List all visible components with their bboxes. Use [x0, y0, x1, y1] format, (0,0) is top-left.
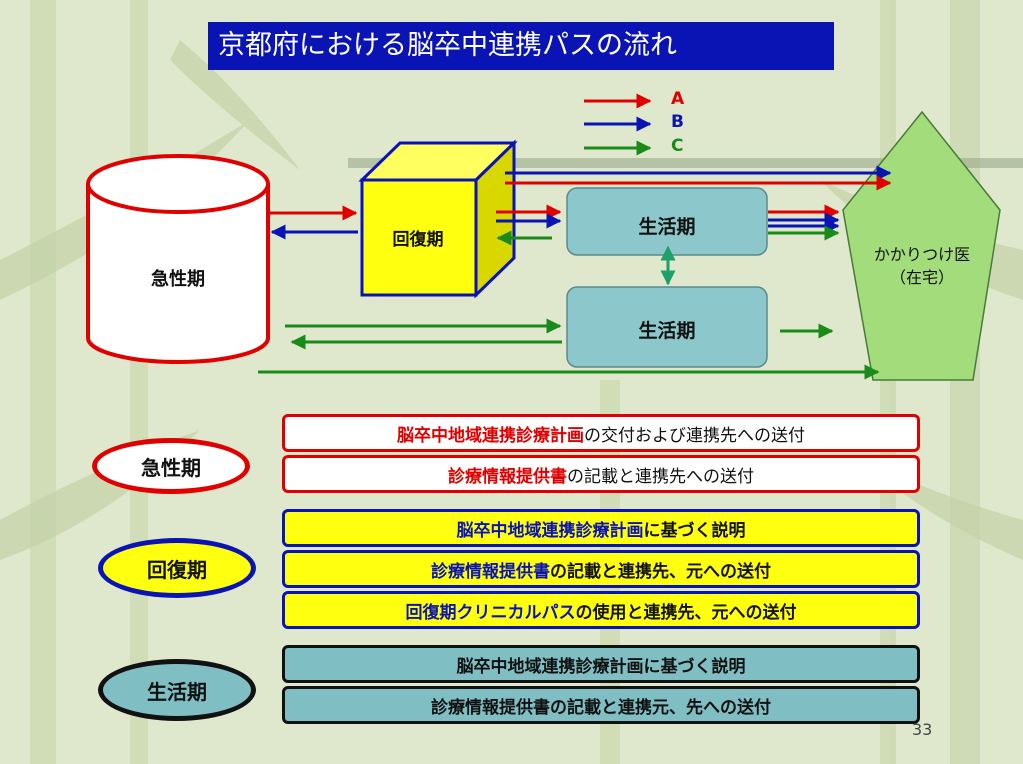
recovery-row-plan-highlight: 脳卒中地域連携診療計画: [456, 520, 644, 541]
recovery-row-clinical-path-highlight: 回復期クリニカルパス: [405, 602, 576, 623]
living-bottom-label: 生活期: [638, 320, 696, 342]
legend-label-c: C: [671, 136, 684, 156]
recovery-row-clinical-path-text: の使用と連携先、元への送付: [575, 602, 797, 623]
recovery-label: 回復期: [392, 230, 444, 250]
phase-oval-recovery: 回復期: [98, 538, 256, 598]
recovery-cube: [358, 139, 518, 299]
recovery-row-referral-highlight: 診療情報提供書: [431, 561, 550, 582]
acute-row-plan-highlight: 脳卒中地域連携診療計画: [397, 425, 584, 446]
living-top-label: 生活期: [638, 216, 696, 238]
acute-row-referral-text: の記載と連携先への送付: [567, 466, 754, 487]
acute-label: 急性期: [151, 269, 205, 290]
acute-row-referral-highlight: 診療情報提供書: [448, 466, 567, 487]
recovery-row-plan-text: に基づく説明: [643, 520, 746, 541]
page-number: 33: [912, 720, 933, 739]
acute-cylinder: [86, 154, 270, 364]
acute-row-plan: 脳卒中地域連携診療計画の交付および連携先への送付: [282, 414, 920, 452]
recovery-row-clinical-path: 回復期クリニカルパスの使用と連携先、元への送付: [282, 591, 920, 629]
acute-row-referral: 診療情報提供書の記載と連携先への送付: [282, 455, 920, 493]
phase-oval-acute: 急性期: [92, 438, 250, 494]
legend-label-a: A: [671, 89, 685, 109]
living-box-bottom: [566, 286, 768, 368]
recovery-row-referral: 診療情報提供書の記載と連携先、元への送付: [282, 550, 920, 588]
recovery-row-referral-text: の記載と連携先、元への送付: [550, 561, 771, 582]
page-title: 京都府における脳卒中連携パスの流れ: [208, 22, 834, 70]
living-row-plan: 脳卒中地域連携診療計画に基づく説明: [282, 645, 920, 683]
living-row-plan-text: 脳卒中地域連携診療計画に基づく説明: [456, 656, 746, 677]
acute-row-plan-text: の交付および連携先への送付: [584, 425, 805, 446]
home-doctor-label-line1: かかりつけ医: [873, 245, 971, 264]
phase-oval-living: 生活期: [98, 659, 256, 721]
living-row-referral-text: 診療情報提供書の記載と連携元、先への送付: [431, 697, 771, 718]
legend-label-b: B: [671, 112, 684, 132]
recovery-row-plan: 脳卒中地域連携診療計画に基づく説明: [282, 509, 920, 547]
home-doctor-label-line2: （在宅）: [889, 268, 954, 287]
living-row-referral: 診療情報提供書の記載と連携元、先への送付: [282, 686, 920, 724]
